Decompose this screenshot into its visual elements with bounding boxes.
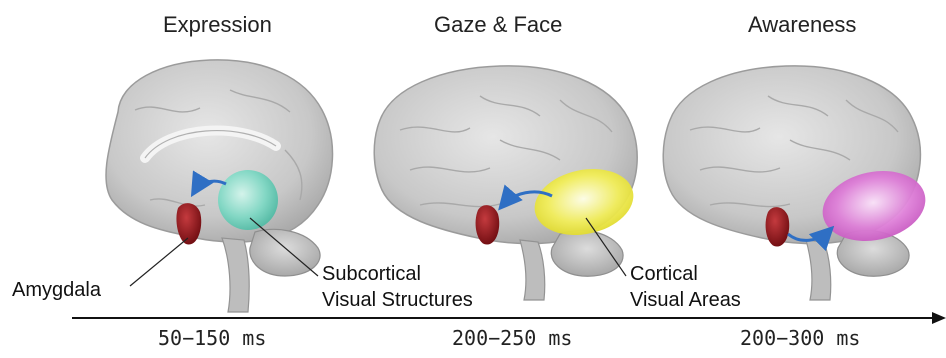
brain-expression <box>106 60 333 312</box>
label-subcortical-line1: Subcortical <box>322 262 421 286</box>
brain-awareness <box>663 66 932 300</box>
cerebrum-shape <box>106 60 333 242</box>
time-label-expression: 50−150 ms <box>158 326 266 350</box>
timeline-arrowhead <box>932 312 946 324</box>
brainstem-shape <box>806 240 831 300</box>
label-cortical-line2: Visual Areas <box>630 288 741 312</box>
cerebellum-shape <box>551 231 623 277</box>
time-label-gaze-face: 200−250 ms <box>452 326 572 350</box>
label-subcortical-line2: Visual Structures <box>322 288 473 312</box>
label-amygdala: Amygdala <box>12 278 101 302</box>
time-label-awareness: 200−300 ms <box>740 326 860 350</box>
label-cortical-line1: Cortical <box>630 262 698 286</box>
brainstem-shape <box>222 238 249 312</box>
brainstem-shape <box>520 240 545 300</box>
subcortical-region-highlight <box>218 170 278 230</box>
amygdala-leader-line <box>130 238 188 286</box>
